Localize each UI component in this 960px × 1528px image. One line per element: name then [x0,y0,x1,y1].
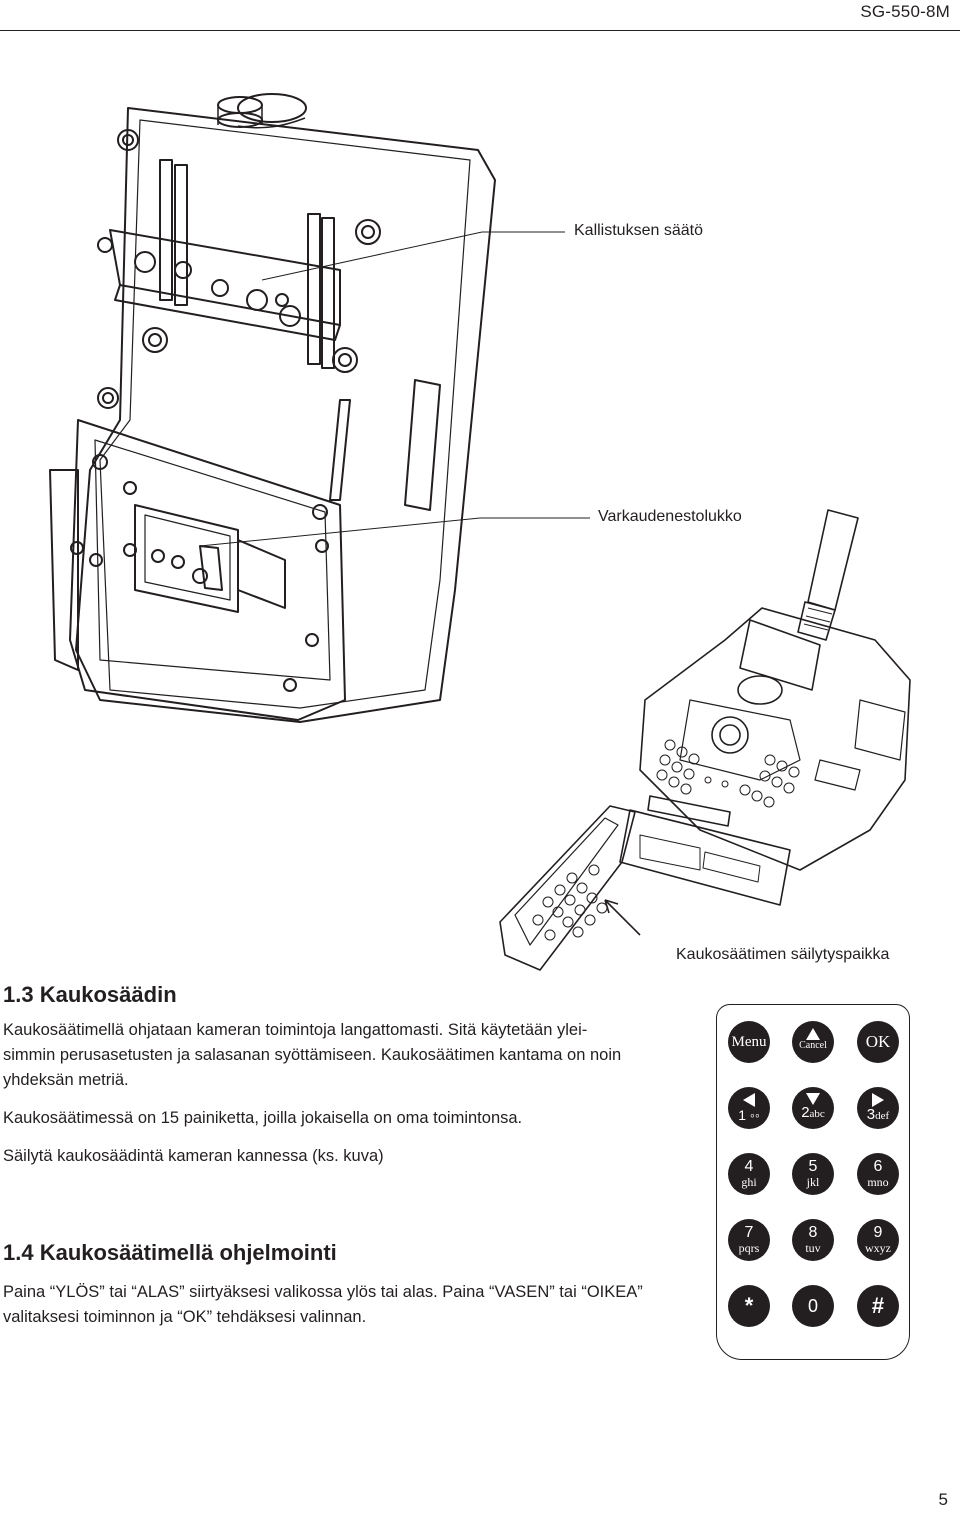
callout-tilt-adjust: Kallistuksen säätö [574,222,703,239]
up-arrow-icon [806,1028,820,1040]
remote-storage-paragraph: Säilytä kaukosäädintä kameran kannessa (… [3,1147,384,1165]
ok-key: OK [857,1021,899,1063]
key-hash: # [857,1285,899,1327]
callout-leaders [199,231,590,547]
camera-front-drawing [499,509,911,971]
remote-description-paragraph: Kaukosäätimellä ohjataan kameran toimint… [3,1021,622,1089]
section-title-programming: 1.4 Kaukosäätimellä ohjelmointi [3,1240,337,1265]
model-header: SG-550-8M [860,2,950,21]
cancel-up-key: Cancel [792,1021,834,1063]
right-arrow-icon [872,1093,884,1107]
down-arrow-icon [806,1093,820,1105]
key-3-right: 3def [857,1087,899,1129]
key-star: * [728,1285,770,1327]
key-0: 0 [792,1285,834,1327]
section-title-remote: 1.3 Kaukosäädin [3,982,177,1007]
programming-paragraph: Paina “YLÖS” tai “ALAS” siirtyäksesi val… [3,1283,643,1326]
page-number: 5 [938,1490,948,1509]
callout-remote-storage: Kaukosäätimen säilytyspaikka [676,946,890,963]
camera-back-drawing [49,93,496,723]
voicemail-icon: ◦◦ [749,1107,760,1123]
callout-anti-theft-lock: Varkaudenestolukko [598,508,742,525]
remote-buttons-paragraph: Kaukosäätimessä on 15 painiketta, joilla… [3,1109,523,1127]
header-rule [0,30,960,31]
menu-key: Menu [728,1021,770,1063]
left-arrow-icon [743,1093,755,1107]
key-2-down: 2abc [792,1087,834,1129]
key-1-left: 1 ◦◦ [728,1087,770,1129]
